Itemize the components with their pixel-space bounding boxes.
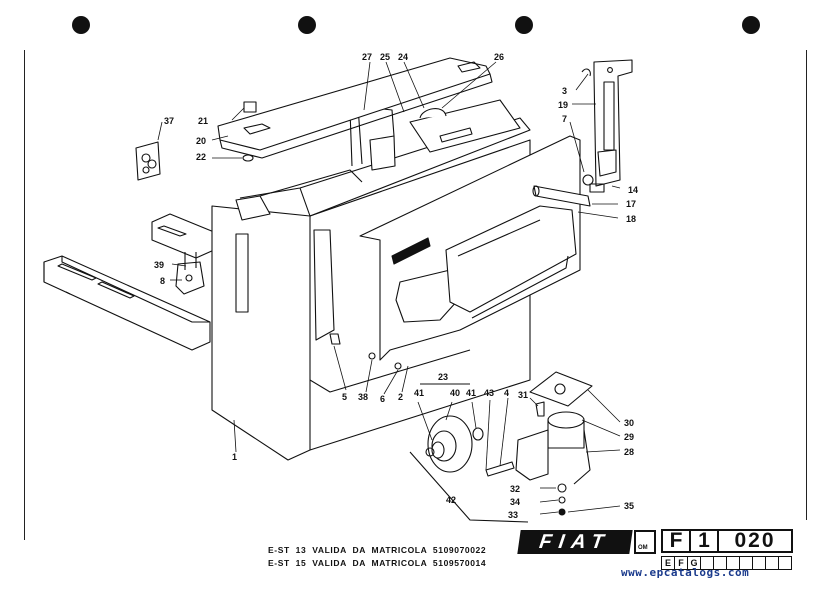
language-box-empty — [765, 556, 779, 570]
callout-23: 23 — [438, 372, 448, 382]
callout-43: 43 — [484, 388, 494, 398]
frame-left-border — [24, 50, 25, 540]
callout-35: 35 — [624, 501, 634, 511]
callout-40: 40 — [450, 388, 460, 398]
decal-illustration — [135, 141, 161, 181]
callout-22: 22 — [196, 152, 206, 162]
callout-18: 18 — [626, 214, 636, 224]
binder-hole — [515, 16, 533, 34]
callout-31: 31 — [518, 390, 528, 400]
watermark-link[interactable]: www.epcatalogs.com — [621, 566, 750, 579]
binder-hole — [298, 16, 316, 34]
callout-21: 21 — [198, 116, 208, 126]
callout-38: 38 — [358, 392, 368, 402]
callout-19: 19 — [558, 100, 568, 110]
main-housing-illustration — [211, 105, 531, 461]
page-code-letter: F — [661, 529, 691, 553]
callout-42: 42 — [446, 495, 456, 505]
callout-33: 33 — [508, 510, 518, 520]
callout-20: 20 — [196, 136, 206, 146]
callout-25: 25 — [380, 52, 390, 62]
side-door-illustration — [359, 135, 581, 361]
fiat-logo: FIAT — [517, 530, 633, 554]
frame-right-border — [806, 50, 807, 520]
fastener-illustrations — [242, 101, 605, 370]
callout-7: 7 — [562, 114, 567, 124]
footer-serial-note-2: E-ST 15 VALIDA DA MATRICOLA 5109570014 — [268, 558, 487, 568]
page-code-box: F 1 020 — [661, 529, 793, 553]
fork-arm-illustration — [43, 255, 211, 351]
leader-lines — [157, 61, 621, 515]
callout-41a: 41 — [414, 388, 424, 398]
callout-8: 8 — [160, 276, 165, 286]
callout-32: 32 — [510, 484, 520, 494]
callout-2: 2 — [398, 392, 403, 402]
binder-hole — [742, 16, 760, 34]
callout-4: 4 — [504, 388, 509, 398]
callout-28: 28 — [624, 447, 634, 457]
page-code-digit: 1 — [689, 529, 719, 553]
caster-fork-illustration — [515, 371, 593, 516]
callout-30: 30 — [624, 418, 634, 428]
callout-14: 14 — [628, 185, 638, 195]
callout-17: 17 — [626, 199, 636, 209]
footer-serial-note-1: E-ST 13 VALIDA DA MATRICOLA 5109070022 — [268, 545, 487, 555]
om-badge-text: OM — [638, 545, 648, 551]
callout-39: 39 — [154, 260, 164, 270]
roller-shaft-illustration — [532, 174, 594, 207]
om-badge-icon: OM — [634, 530, 656, 554]
top-cover-illustration — [217, 57, 521, 159]
callout-3: 3 — [562, 86, 567, 96]
mast-plate-illustration — [581, 59, 633, 187]
callout-1: 1 — [232, 452, 237, 462]
language-box-empty — [752, 556, 766, 570]
callout-29: 29 — [624, 432, 634, 442]
language-box-empty — [778, 556, 792, 570]
callout-26: 26 — [494, 52, 504, 62]
page-code-number: 020 — [717, 529, 793, 553]
callout-27: 27 — [362, 52, 372, 62]
fork-arm-upper-illustration — [151, 213, 215, 295]
wheel-hub-illustration — [409, 383, 529, 523]
binder-hole — [72, 16, 90, 34]
callout-5: 5 — [342, 392, 347, 402]
callout-41b: 41 — [466, 388, 476, 398]
callout-6: 6 — [380, 394, 385, 404]
callout-37: 37 — [164, 116, 174, 126]
language-boxes: E F G — [661, 556, 792, 570]
callout-34: 34 — [510, 497, 520, 507]
callout-24: 24 — [398, 52, 408, 62]
